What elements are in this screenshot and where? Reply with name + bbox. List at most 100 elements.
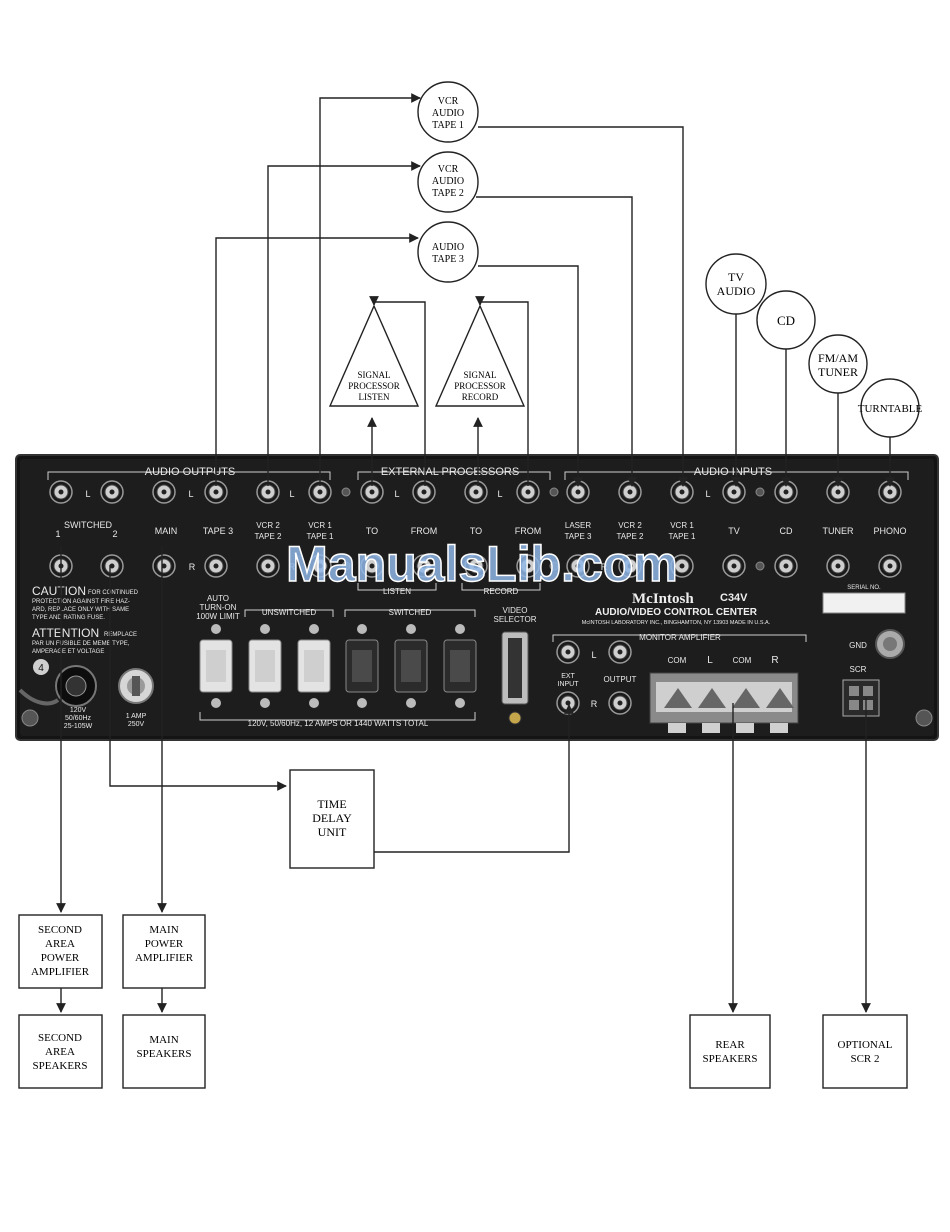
outlet-rating: 120V, 50/60Hz, 12 AMPS OR 1440 WATTS TOT… bbox=[248, 719, 429, 728]
rca-jack-right-6[interactable] bbox=[308, 554, 332, 578]
label-tape3-out: TAPE 3 bbox=[203, 526, 233, 536]
ac-outlet-5[interactable] bbox=[394, 624, 428, 708]
terminal-r: R bbox=[771, 655, 778, 666]
rca-jack-right-15[interactable] bbox=[774, 554, 798, 578]
vcr-tape2-line2: AUDIO bbox=[432, 176, 464, 187]
channel-l-5: L bbox=[497, 489, 502, 499]
rear-panel: AUDIO OUTPUTS EXTERNAL PROCESSORS AUDIO … bbox=[15, 454, 939, 741]
rca-jack-left-11[interactable] bbox=[566, 480, 590, 504]
monitor-jack-2[interactable] bbox=[608, 640, 632, 664]
turntable-line1: TURNTABLE bbox=[858, 403, 923, 415]
vcr-tape2-line1: VCR bbox=[438, 164, 459, 175]
attention-line-1: REMPLACE bbox=[104, 632, 137, 638]
auto-turnon-3: 100W LIMIT bbox=[196, 612, 240, 621]
sapa-line2: AREA bbox=[45, 938, 75, 950]
monitor-l: L bbox=[591, 650, 596, 660]
rca-jack-right-16[interactable] bbox=[826, 554, 850, 578]
rca-jack-left-12[interactable] bbox=[618, 480, 642, 504]
tv-audio-line1: TV bbox=[728, 270, 744, 284]
ac-outlet-4[interactable] bbox=[345, 624, 379, 708]
oscr-line1: OPTIONAL bbox=[838, 1039, 893, 1051]
tv-audio: TV AUDIO bbox=[705, 253, 767, 315]
sas-line3: SPEAKERS bbox=[32, 1060, 87, 1072]
video-selector-2: SELECTOR bbox=[494, 615, 537, 624]
sp-record-line1: SIGNAL bbox=[464, 370, 497, 380]
label-tuner-in: TUNER bbox=[823, 526, 854, 536]
serial-plate bbox=[822, 592, 906, 614]
scr-jack[interactable] bbox=[842, 679, 880, 717]
rca-jack-left-14[interactable] bbox=[722, 480, 746, 504]
rca-jack-left-17[interactable] bbox=[878, 480, 902, 504]
tdu-line1: TIME bbox=[317, 797, 346, 811]
caution-line-3: ARD, REPLACE ONLY WITH SAME bbox=[32, 607, 129, 613]
label-vcr1-out: VCR 1 bbox=[308, 521, 332, 530]
ac-outlet-6[interactable] bbox=[443, 624, 477, 708]
jack-screw-2-1 bbox=[549, 487, 559, 497]
fuse-rating-1: 1 AMP bbox=[126, 713, 147, 720]
rca-jack-right-9[interactable] bbox=[464, 554, 488, 578]
gnd-terminal[interactable] bbox=[875, 629, 905, 659]
label-tape2-out: TAPE 2 bbox=[255, 532, 283, 541]
rca-jack-left-1[interactable] bbox=[49, 480, 73, 504]
rca-jack-left-9[interactable] bbox=[464, 480, 488, 504]
label-from-record: FROM bbox=[515, 526, 542, 536]
label-switched-outlets: SWITCHED bbox=[389, 608, 432, 617]
video-selector-connector[interactable] bbox=[501, 631, 529, 725]
channel-r-2: R bbox=[289, 562, 296, 572]
rca-jack-right-3[interactable] bbox=[152, 554, 176, 578]
fm-am-tuner: FM/AM TUNER bbox=[808, 334, 868, 394]
power-rating-3: 25-105W bbox=[64, 723, 93, 730]
vcr-tape2-line3: TAPE 2 bbox=[432, 188, 464, 199]
panel-screw-left bbox=[21, 709, 39, 727]
label-tape1-out: TAPE 1 bbox=[307, 532, 335, 541]
monitor-r: R bbox=[591, 699, 598, 709]
attention-title: ATTENTION bbox=[32, 626, 99, 640]
ac-outlet-3[interactable] bbox=[297, 624, 331, 708]
rca-jack-right-4[interactable] bbox=[204, 554, 228, 578]
rca-jack-right-8[interactable] bbox=[412, 554, 436, 578]
rca-jack-left-7[interactable] bbox=[360, 480, 384, 504]
cd-player: CD bbox=[756, 290, 816, 350]
rca-jack-right-7[interactable] bbox=[360, 554, 384, 578]
vcr-audio-tape-2: VCR AUDIO TAPE 2 bbox=[417, 151, 479, 213]
sp-listen-line2: PROCESSOR bbox=[348, 381, 400, 391]
rca-jack-left-8[interactable] bbox=[412, 480, 436, 504]
tdu-line2: DELAY bbox=[312, 811, 352, 825]
label-from-listen: FROM bbox=[411, 526, 438, 536]
tape3-line1: AUDIO bbox=[432, 242, 464, 253]
channel-r-3: R bbox=[601, 562, 608, 572]
rca-jack-left-3[interactable] bbox=[152, 480, 176, 504]
rca-jack-left-13[interactable] bbox=[670, 480, 694, 504]
rca-jack-right-17[interactable] bbox=[878, 554, 902, 578]
rca-jack-right-14[interactable] bbox=[722, 554, 746, 578]
rca-jack-left-6[interactable] bbox=[308, 480, 332, 504]
audio-tape-3: AUDIO TAPE 3 bbox=[417, 221, 479, 283]
ac-outlet-1[interactable] bbox=[199, 624, 233, 708]
rca-jack-right-11[interactable] bbox=[566, 554, 590, 578]
monitor-jack-1[interactable] bbox=[556, 640, 580, 664]
main-power-amplifier: MAIN POWER AMPLIFIER bbox=[122, 914, 206, 989]
rca-jack-right-10[interactable] bbox=[516, 554, 540, 578]
ac-outlet-2[interactable] bbox=[248, 624, 282, 708]
section-audio-outputs: AUDIO OUTPUTS bbox=[145, 466, 235, 478]
rca-jack-right-5[interactable] bbox=[256, 554, 280, 578]
terminal-com-1: COM bbox=[668, 656, 687, 665]
speaker-terminal-strip[interactable] bbox=[649, 672, 799, 733]
label-record: RECORD bbox=[484, 587, 519, 596]
rca-jack-right-13[interactable] bbox=[670, 554, 694, 578]
main-speakers: MAIN SPEAKERS bbox=[122, 1014, 206, 1089]
sp-listen-line3: LISTEN bbox=[359, 392, 390, 402]
rca-jack-left-2[interactable] bbox=[100, 480, 124, 504]
monitor-jack-4[interactable] bbox=[608, 691, 632, 715]
fuse-holder bbox=[118, 668, 154, 704]
rca-jack-left-10[interactable] bbox=[516, 480, 540, 504]
label-vcr2-out: VCR 2 bbox=[256, 521, 280, 530]
watermark: ManualsLib.com bbox=[286, 536, 678, 592]
oscr-line2: SCR 2 bbox=[850, 1053, 879, 1065]
rca-jack-right-2[interactable] bbox=[100, 554, 124, 578]
ext-input-1: EXT bbox=[561, 673, 575, 680]
label-to-record: TO bbox=[470, 526, 482, 536]
vcr-tape1-line1: VCR bbox=[438, 96, 459, 107]
monitor-jack-3[interactable] bbox=[556, 691, 580, 715]
rca-jack-right-12[interactable] bbox=[618, 554, 642, 578]
